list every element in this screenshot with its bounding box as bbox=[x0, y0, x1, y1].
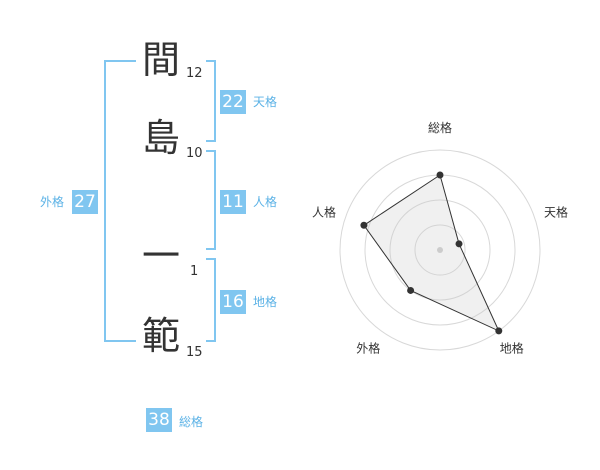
tenkaku-label: 天格 bbox=[253, 95, 278, 109]
radar-point-4 bbox=[407, 286, 415, 294]
stroke-count-3: 1 bbox=[190, 264, 199, 279]
chikaku-bracket bbox=[206, 258, 216, 342]
radar-grid-ring bbox=[414, 224, 466, 276]
jinkaku-value: 11 bbox=[220, 190, 246, 214]
tenkaku-value: 22 bbox=[220, 90, 246, 114]
jinkaku-label: 人格 bbox=[253, 195, 278, 209]
name-char-3: 一 bbox=[142, 234, 181, 278]
soukaku-value: 38 bbox=[146, 408, 172, 432]
stroke-count-1: 12 bbox=[186, 66, 203, 81]
soukaku-label: 総格 bbox=[179, 415, 204, 429]
radar-axis-label-5: 人格 bbox=[312, 204, 336, 219]
radar-axis-label-4: 外格 bbox=[356, 341, 380, 356]
radar-point-2 bbox=[455, 240, 463, 248]
chikaku-label: 地格 bbox=[253, 295, 278, 309]
radar-axis-label-2: 天格 bbox=[544, 204, 568, 219]
radar-axis-label-3: 地格 bbox=[500, 341, 524, 356]
jinkaku-bracket bbox=[206, 150, 216, 250]
name-char-4: 範 bbox=[142, 314, 181, 358]
radar-series-area bbox=[363, 174, 500, 332]
radar-center-dot bbox=[437, 247, 443, 253]
name-char-1: 間 bbox=[142, 38, 181, 82]
radar-point-1 bbox=[436, 171, 444, 179]
tenkaku-bracket bbox=[206, 60, 216, 142]
radar-axis-label-1: 総格 bbox=[428, 120, 452, 135]
gaikaku-label: 外格 bbox=[40, 195, 65, 209]
gaikaku-bracket bbox=[104, 60, 136, 342]
radar-grid-ring bbox=[389, 199, 491, 301]
chikaku-value: 16 bbox=[220, 290, 246, 314]
stroke-count-4: 15 bbox=[186, 345, 203, 360]
gaikaku-value: 27 bbox=[72, 190, 98, 214]
stroke-count-2: 10 bbox=[186, 146, 203, 161]
radar-grid-ring bbox=[339, 149, 541, 351]
radar-point-5 bbox=[360, 221, 368, 229]
name-char-2: 島 bbox=[142, 116, 181, 160]
radar-point-3 bbox=[495, 327, 503, 335]
